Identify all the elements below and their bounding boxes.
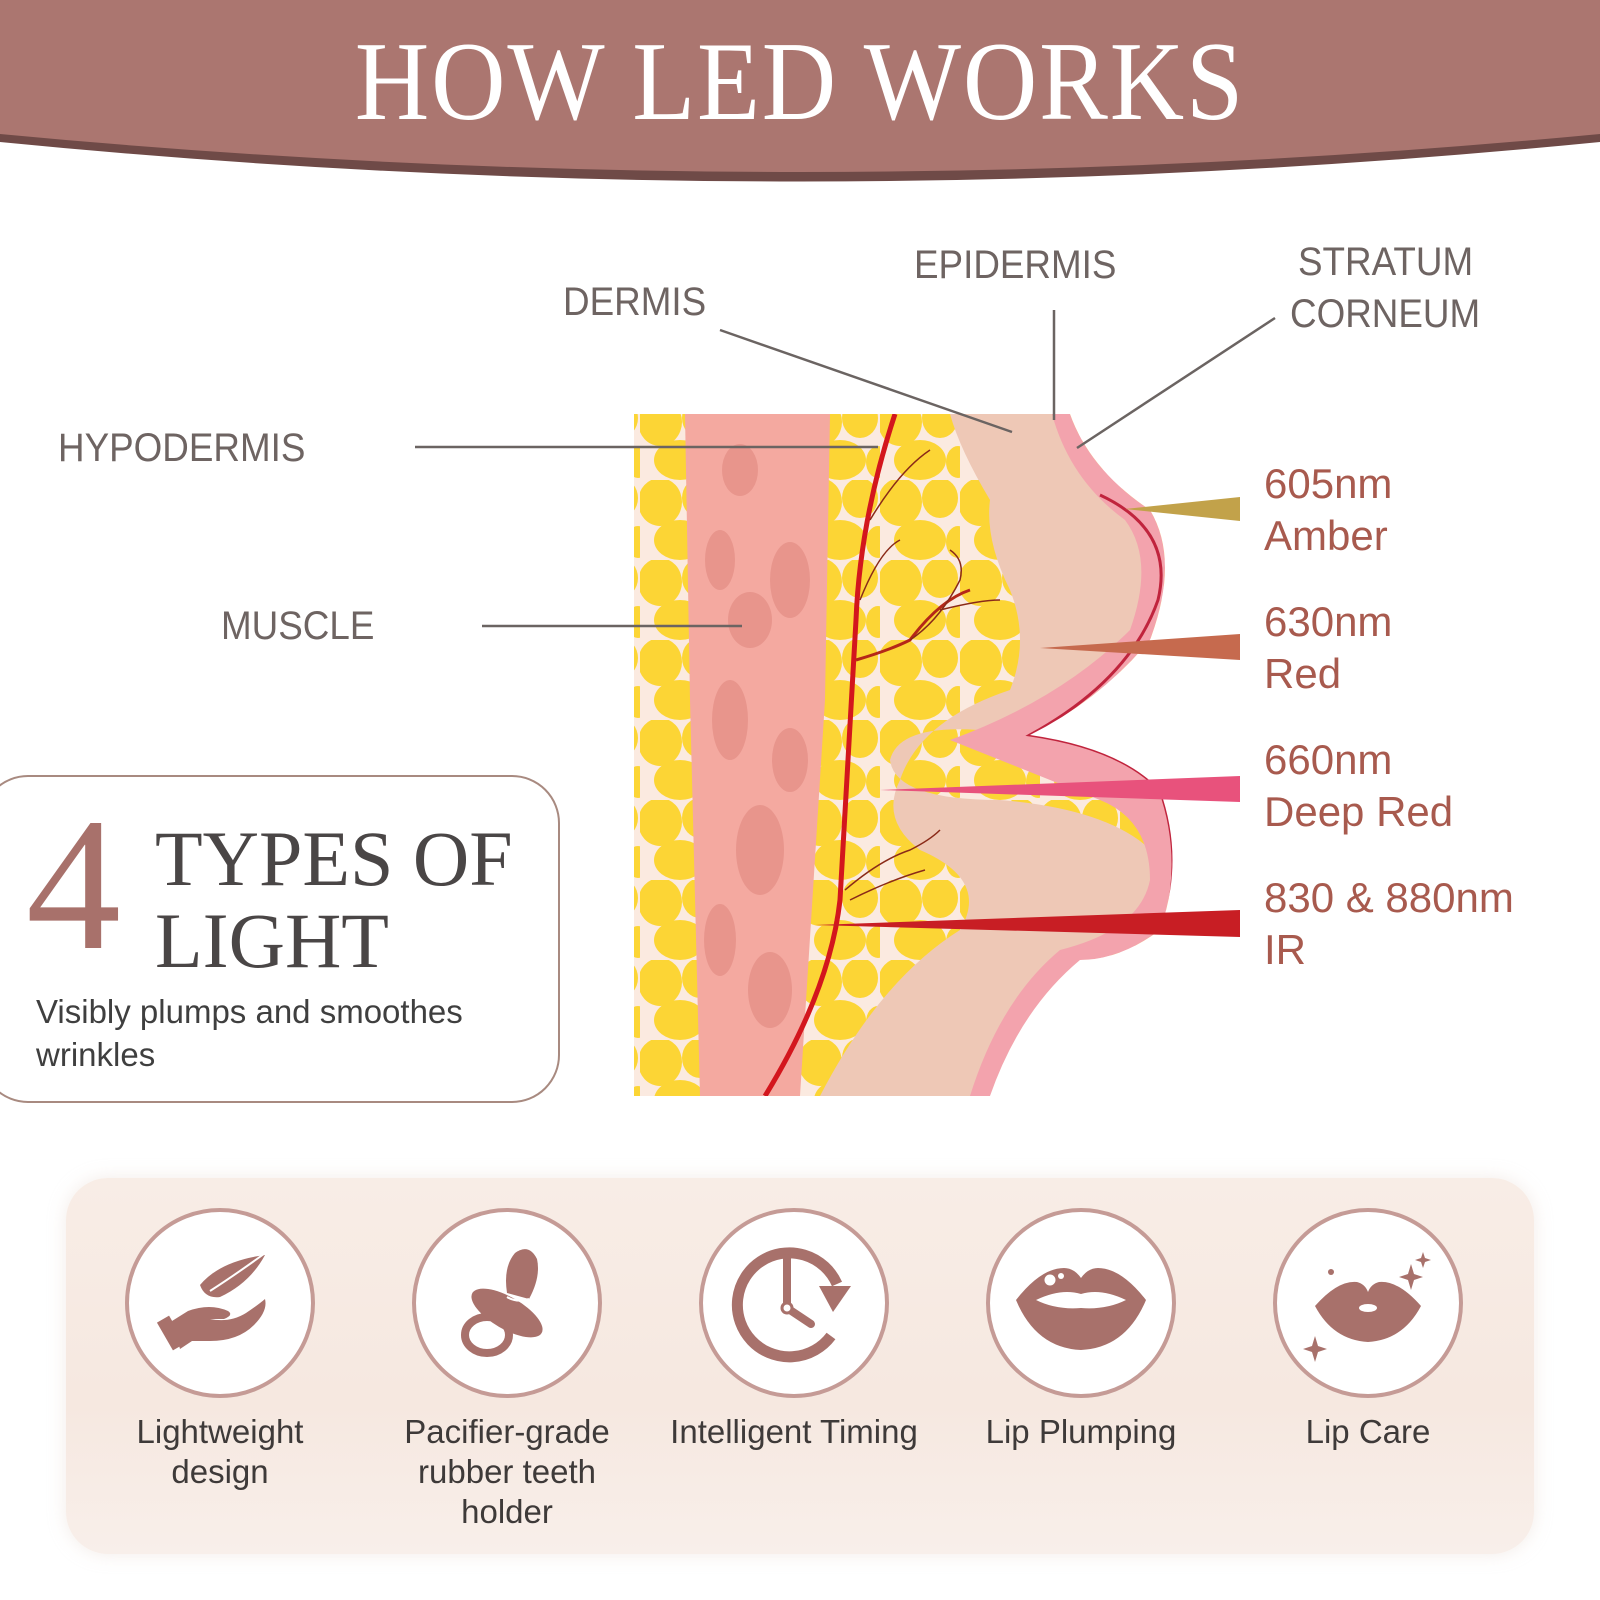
wavelength-name: Amber [1264, 512, 1388, 559]
types-title-line1: TYPES OF [155, 815, 513, 902]
wavelength-660: 660nm Deep Red [1264, 734, 1453, 838]
types-subtitle: Visibly plumps and smoothes wrinkles [36, 993, 463, 1073]
wavelength-name: Red [1264, 650, 1342, 697]
lips-icon [1016, 1268, 1146, 1350]
lips-sparkle-icon [1303, 1252, 1431, 1362]
wavelength-ir: 830 & 880nm IR [1264, 872, 1514, 976]
feature-icon-circle [412, 1208, 602, 1398]
label-hypodermis: HYPODERMIS [58, 426, 306, 470]
label-dermis: DERMIS [563, 280, 707, 324]
types-of-light-card [0, 775, 560, 1103]
red-beam [1040, 634, 1240, 660]
feature-lightweight: Lightweight design [90, 1208, 350, 1492]
feature-icon-circle [699, 1208, 889, 1398]
wavelength-nm: 830 & 880nm [1264, 874, 1514, 921]
skin-cross-section-diagram [415, 310, 1334, 1096]
feature-label: Lip Care [1305, 1413, 1431, 1450]
feature-icon-circle [986, 1208, 1176, 1398]
feature-label: Lip Plumping [985, 1413, 1177, 1450]
types-title: TYPES OF LIGHT [155, 818, 513, 982]
label-stratum: STRATUM [1298, 240, 1474, 284]
types-title-line2: LIGHT [155, 897, 389, 984]
amber-beam [1125, 497, 1240, 521]
label-corneum: CORNEUM [1290, 292, 1481, 336]
label-epidermis: EPIDERMIS [914, 243, 1117, 287]
clock-timer-icon [731, 1247, 851, 1363]
feature-label: Intelligent Timing [670, 1413, 918, 1450]
types-count: 4 [26, 780, 121, 990]
wavelength-nm: 605nm [1264, 460, 1393, 507]
feature-label: Lightweight design [136, 1413, 304, 1490]
feature-pacifier: Pacifier-grade rubber teeth holder [377, 1208, 637, 1532]
header-banner [0, 0, 1600, 182]
label-muscle: MUSCLE [221, 604, 375, 648]
feature-timing: Intelligent Timing [664, 1208, 924, 1452]
wavelength-name: Deep Red [1264, 788, 1454, 835]
pacifier-icon [461, 1249, 543, 1357]
ir-beam [815, 910, 1240, 937]
feature-lip-plumping: Lip Plumping [951, 1208, 1211, 1452]
wavelength-name: IR [1264, 926, 1306, 973]
wavelength-605: 605nm Amber [1264, 458, 1392, 562]
feature-label: Pacifier-grade rubber teeth holder [404, 1413, 610, 1530]
feature-lip-care: Lip Care [1238, 1208, 1498, 1452]
wavelength-nm: 630nm [1264, 598, 1393, 645]
page-title: HOW LED WORKS [354, 20, 1246, 144]
wavelength-630: 630nm Red [1264, 596, 1392, 700]
wavelength-nm: 660nm [1264, 736, 1393, 783]
feather-hand-icon [156, 1250, 269, 1351]
feature-icon-circle [1273, 1208, 1463, 1398]
feature-icon-circle [125, 1208, 315, 1398]
deep-red-beam [880, 776, 1240, 802]
